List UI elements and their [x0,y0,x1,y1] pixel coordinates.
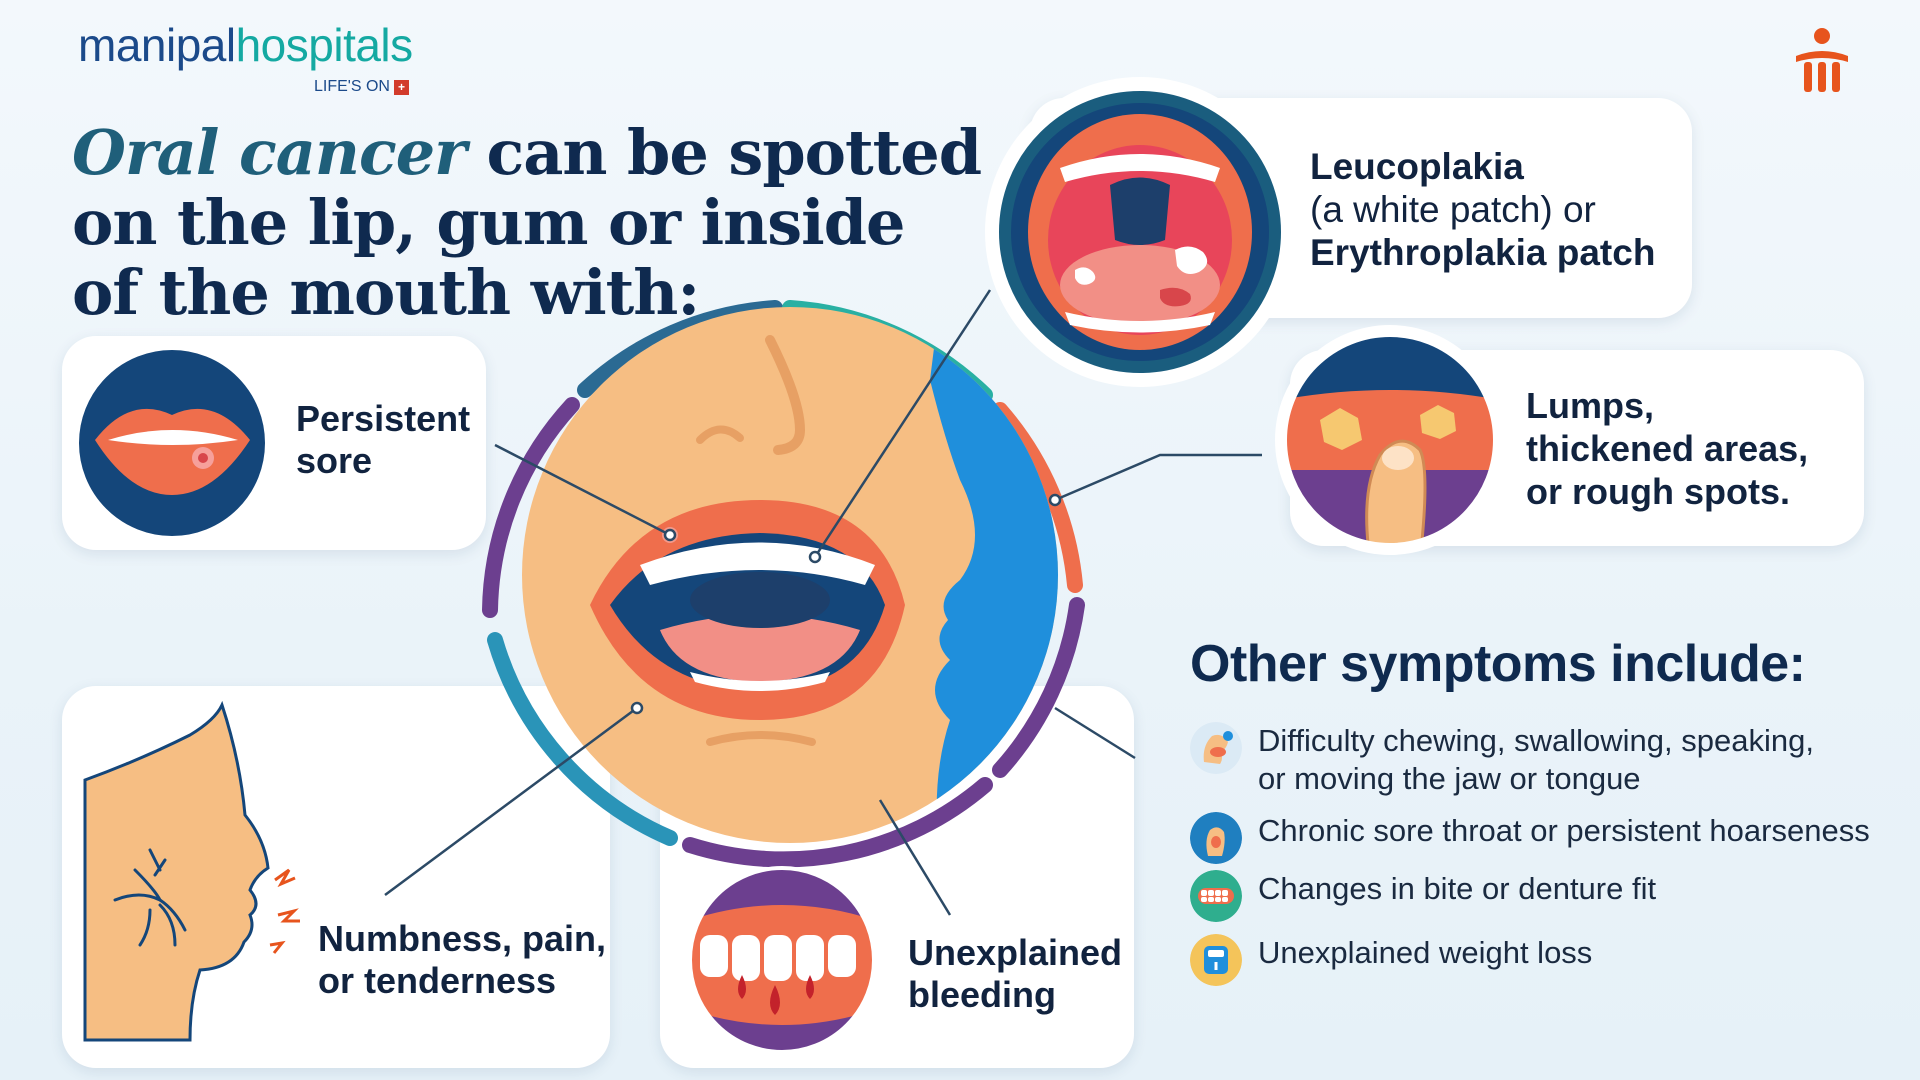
throat-icon [1190,812,1242,864]
headline-line3: of the mouth with: [72,256,700,329]
corner-mascot-icon [1796,28,1848,92]
brand-name-part1: manipal [78,19,236,71]
label-persistent-sore-line1: Persistent [296,398,471,439]
scale-icon [1190,934,1242,986]
symptom-item: Changes in bite or denture fit [1190,870,1656,922]
label-bleeding: Unexplained bleeding [908,932,1122,1016]
symptom-text-line1: Unexplained weight loss [1258,935,1593,970]
brand-name: manipalhospitals [78,22,413,68]
symptom-item: Chronic sore throat or persistent hoarse… [1190,812,1870,864]
page-headline: Oral cancer can be spotted on the lip, g… [72,116,982,329]
symptom-item: Difficulty chewing, swallowing, speaking… [1190,722,1814,798]
label-lumps-line1: Lumps, [1526,385,1655,426]
teeth-icon [1190,870,1242,922]
lower-teeth [690,672,830,691]
tongue-icon [660,615,860,682]
brand-logo: manipalhospitals LIFE'S ON+ [78,22,413,95]
ring-arc-teal-left [487,632,678,846]
brand-name-part2: hospitals [235,19,414,71]
sore-lip-icon [77,348,267,538]
symptom-item: Unexplained weight loss [1190,934,1592,986]
label-persistent-sore-line2: sore [296,440,373,481]
symptom-text-line1: Changes in bite or denture fit [1258,871,1657,906]
label-leucoplakia-line3: Erythroplakia patch [1310,232,1656,273]
ring-arc-purple-left [482,397,580,618]
headline-line2: on the lip, gum or inside [72,186,906,259]
leader-lines [384,289,1262,916]
lumps-gum-icon [1285,335,1495,545]
symptom-text-line1: Chronic sore throat or persistent hoarse… [1258,813,1870,848]
ring-arc-orange-right [992,402,1083,593]
label-bleeding-line1: Unexplained [908,932,1123,973]
ring-arc-purple-right [992,597,1085,778]
brand-tagline: LIFE'S ON+ [314,78,409,96]
label-lumps-line2: thickened areas, [1526,428,1809,469]
label-leucoplakia: Leucoplakia (a white patch) or Erythropl… [1310,145,1655,274]
numbness-face-icon [83,700,300,1042]
label-leucoplakia-line1: Leucoplakia [1310,146,1524,187]
label-bleeding-line2: bleeding [908,974,1057,1015]
ring-arc-purple-bottom [682,777,993,868]
leucoplakia-mouth-icon [1005,97,1275,367]
face-illustration [522,307,1058,843]
bleeding-gums-icon [690,868,874,1052]
symptom-text-line1: Difficulty chewing, swallowing, speaking… [1258,723,1814,758]
label-persistent-sore: Persistent sore [296,398,470,482]
label-numbness-line2: or tenderness [318,960,557,1001]
swallowing-icon [1190,722,1242,774]
tagline-mark: + [393,79,409,95]
headline-line1: can be spotted [465,116,982,189]
label-numbness-line1: Numbness, pain, [318,918,607,959]
symptom-text-line2: or moving the jaw or tongue [1258,761,1641,796]
tagline-text: LIFE'S ON [314,78,390,95]
nose-icon [765,335,806,455]
label-leucoplakia-line2: (a white patch) or [1310,189,1596,230]
other-symptoms-title: Other symptoms include: [1190,635,1806,693]
label-lumps: Lumps, thickened areas, or rough spots. [1526,384,1808,513]
headline-highlight: Oral cancer [72,116,467,189]
label-numbness: Numbness, pain, or tenderness [318,918,606,1002]
label-lumps-line3: or rough spots. [1526,471,1790,512]
